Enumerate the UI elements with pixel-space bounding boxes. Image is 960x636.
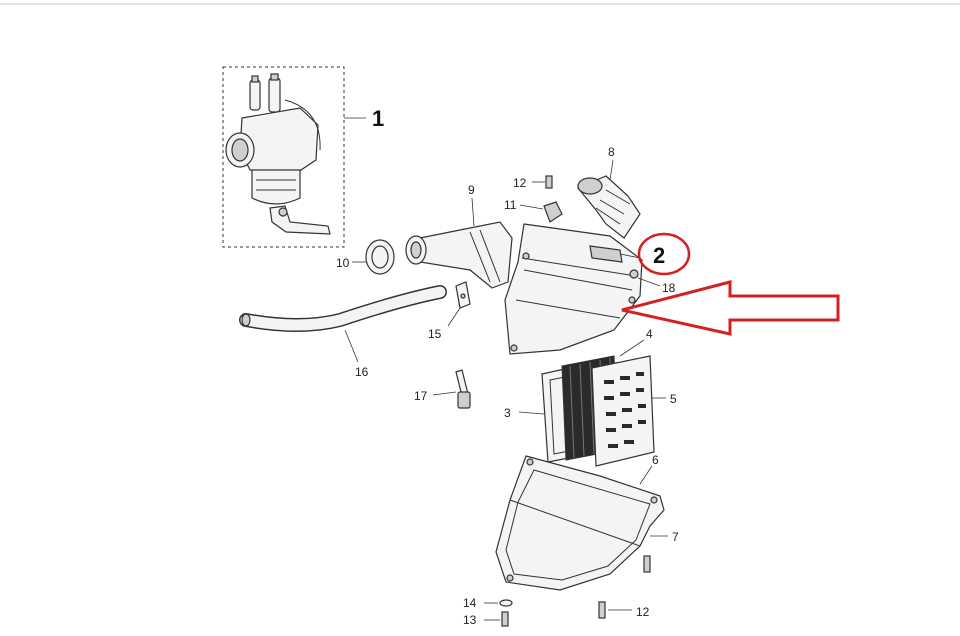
leader-17 [432,391,457,396]
callout-2-highlight-circle [637,232,691,276]
leader-11 [519,204,544,210]
hose-16-group: 16 [239,285,447,379]
callout-10: 10 [336,256,350,270]
leader-3 [518,411,545,415]
callout-14: 14 [463,596,477,610]
leader-2 [619,253,641,259]
callout-8: 8 [608,145,615,159]
clip-11: 11 [504,198,563,223]
callout-15: 15 [428,327,442,341]
clamp-10: 10 [336,239,395,275]
plug-17: 17 [414,369,471,409]
callout-17: 17 [414,389,428,403]
callout-3: 3 [504,406,511,420]
leader-16 [344,329,359,363]
callout-2: 2 [653,243,665,268]
washer-14: 14 [463,596,513,610]
leader-15 [447,307,461,327]
bolt-12-bottom: 12 [598,555,651,619]
callout-7: 7 [672,530,679,544]
clip-15: 15 [428,281,471,341]
filter-stack-group: 3 4 5 [504,327,677,467]
callout-16: 16 [355,365,369,379]
callout-12-top: 12 [513,176,527,190]
carburetor-drawing [225,73,331,235]
leader-4 [619,339,645,357]
callout-12-bottom: 12 [636,605,650,619]
carburetor-dashed-box [222,66,345,248]
leader-8 [609,159,614,181]
callout-5: 5 [670,392,677,406]
bolt-12-top: 12 [513,175,553,190]
intake-duct-group: 9 [405,183,513,289]
callout-1: 1 [372,106,384,131]
red-pointer-arrow [621,280,840,336]
intake-elbow-group: 8 [577,145,641,239]
callout-4: 4 [646,327,653,341]
callout-9: 9 [468,183,475,197]
callout-18: 18 [662,281,676,295]
leader-18 [637,277,661,287]
grommet-18: 18 [629,269,676,295]
callout-13: 13 [463,613,477,627]
airbox-cover-group: 6 7 [495,453,679,591]
cover-6 [495,455,665,591]
callout-6: 6 [652,453,659,467]
callout-11: 11 [504,198,517,212]
screw-13: 13 [463,611,509,627]
airbox-housing-group: 2 [504,223,691,355]
carburetor-group: 1 [222,66,384,248]
leader-9 [471,197,475,227]
leader-6 [639,465,653,485]
